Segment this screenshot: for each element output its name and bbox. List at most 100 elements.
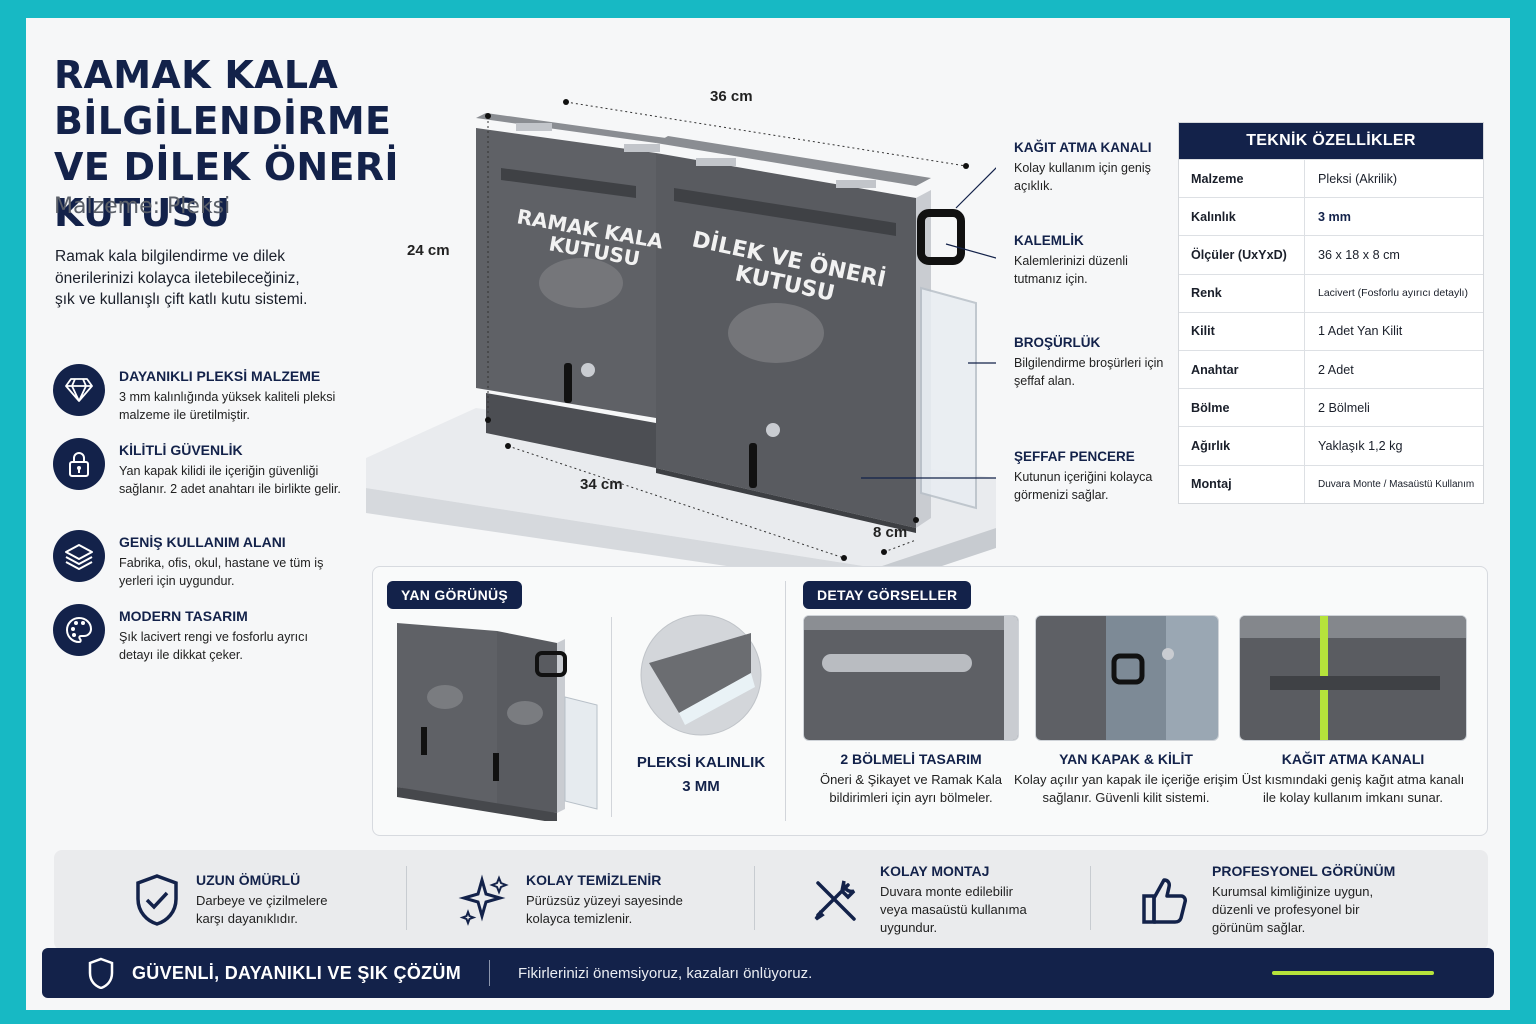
spec-row: Ağırlık Yaklaşık 1,2 kg [1179, 426, 1483, 465]
spec-key: Renk [1179, 274, 1305, 312]
layers-icon [53, 530, 105, 582]
left-lock [581, 363, 595, 377]
benefit-divider [406, 866, 407, 930]
product-illustration: RAMAK KALA KUTUSU DİLEK VE ÖNERİ KUTUSU [366, 99, 996, 578]
spec-value: Pleksi (Akrilik) [1318, 171, 1398, 186]
detail-text: Üst kısmındaki geniş kağıt atma kanalı i… [1241, 772, 1465, 805]
brochure-holder [920, 286, 977, 510]
right-lock [766, 423, 780, 437]
benefit-text: Kurumsal kimliğinize uygun, düzenli ve p… [1212, 884, 1374, 935]
benefit-title: KOLAY MONTAJ [880, 863, 990, 879]
detail-caption: YAN KAPAK & KİLİT Kolay açılır yan kapak… [1011, 751, 1241, 807]
feature-text: Şık lacivert rengi ve fosforlu ayrıcı de… [119, 630, 308, 662]
spec-key: Kalınlık [1179, 198, 1305, 236]
feature-title: MODERN TASARIM [119, 608, 248, 624]
marble-base [366, 408, 996, 568]
benefit-item: UZUN ÖMÜRLÜ Darbeye ve çizilmelere karşı… [134, 850, 414, 950]
callout-window: ŞEFFAF PENCERE Kutunun içeriğini kolayca… [1014, 449, 1174, 504]
spec-value: 1 Adet Yan Kilit [1318, 324, 1403, 339]
accent-line [1272, 971, 1434, 975]
details-pill: DETAY GÖRSELLER [803, 581, 972, 609]
thickness-label-line1: PLEKSİ KALINLIK [636, 754, 766, 771]
thickness-label: PLEKSİ KALINLIK 3 MM [621, 751, 781, 799]
thickness-image [640, 614, 762, 736]
marble-base-edge [366, 488, 876, 578]
spec-value: Lacivert (Fosforlu ayırıcı detaylı) [1318, 287, 1468, 300]
side-view-image [397, 623, 598, 821]
diamond-icon [53, 364, 105, 416]
detail-text: Kolay açılır yan kapak ile içeriğe erişi… [1014, 772, 1238, 805]
callout-text: Kalemlerinizi düzenli tutmanız için. [1014, 254, 1128, 286]
callout-brochure: BROŞÜRLÜK Bilgilendirme broşürleri için … [1014, 335, 1174, 390]
benefit-item: KOLAY TEMİZLENİR Pürüzsüz yüzeyi sayesin… [458, 850, 748, 950]
spec-value: 2 Adet [1318, 362, 1354, 377]
benefit-divider [1090, 866, 1091, 930]
spec-key: Ağırlık [1179, 427, 1305, 465]
spec-key: Anahtar [1179, 350, 1305, 389]
benefit-item: PROFESYONEL GÖRÜNÜM Kurumsal kimliğinize… [1140, 850, 1440, 950]
benefit-title: UZUN ÖMÜRLÜ [196, 872, 301, 888]
footer-divider [489, 960, 491, 986]
detail-image-compartments [803, 615, 1019, 741]
spec-row: Kalınlık 3 mm [1179, 197, 1483, 236]
spec-header: TEKNİK ÖZELLİKLER [1179, 123, 1483, 159]
dimension-width: 36 cm [710, 88, 753, 105]
callout-title: BROŞÜRLÜK [1014, 335, 1101, 350]
infographic-sheet: RAMAK KALA BİLGİLENDİRME VE DİLEK ÖNERİ … [26, 18, 1510, 1010]
feature-item: MODERN TASARIM Şık lacivert rengi ve fosf… [53, 604, 343, 664]
spec-value: Duvara Monte / Masaüstü Kullanım [1318, 478, 1475, 490]
spec-value: 2 Bölmeli [1318, 400, 1370, 415]
detail-image-paper-slot [1239, 615, 1467, 741]
callout-title: KAĞIT ATMA KANALI [1014, 140, 1152, 155]
spec-key: Montaj [1179, 465, 1305, 503]
footer-title: GÜVENLİ, DAYANIKLI VE ŞIK ÇÖZÜM [132, 962, 462, 983]
pen-holder [917, 209, 965, 265]
detail-title: YAN KAPAK & KİLİT [1059, 751, 1193, 767]
callout-text: Bilgilendirme broşürleri için şeffaf ala… [1014, 356, 1164, 388]
thickness-label-line2: 3 MM [682, 778, 720, 795]
callout-title: ŞEFFAF PENCERE [1014, 449, 1135, 464]
spec-row: Anahtar 2 Adet [1179, 349, 1483, 389]
tools-icon [814, 880, 856, 921]
feature-text: Fabrika, ofis, okul, hastane ve tüm iş y… [119, 556, 324, 588]
feature-text: 3 mm kalınlığında yüksek kaliteli pleksi… [119, 390, 336, 422]
spec-key: Ölçüler (UxYxD) [1179, 236, 1305, 274]
section-divider [611, 617, 612, 817]
spec-row: Renk Lacivert (Fosforlu ayırıcı detaylı) [1179, 273, 1483, 312]
sparkle-icon [458, 874, 509, 926]
spec-value: 36 x 18 x 8 cm [1318, 247, 1400, 262]
detail-text: Öneri & Şikayet ve Ramak Kala bildirimle… [819, 772, 1003, 805]
lock-icon [53, 438, 105, 490]
side-view-pill: YAN GÖRÜNÜŞ [387, 581, 523, 609]
dimension-depth: 8 cm [873, 524, 908, 541]
feature-title: DAYANIKLI PLEKSİ MALZEME [119, 368, 321, 384]
detail-title: KAĞIT ATMA KANALI [1281, 751, 1425, 767]
spec-value: Yaklaşık 1,2 kg [1318, 438, 1403, 453]
feature-item: GENİŞ KULLANIM ALANI Fabrika, ofis, okul,… [53, 530, 343, 590]
dimension-height: 24 cm [407, 242, 450, 259]
spec-row: Kilit 1 Adet Yan Kilit [1179, 311, 1483, 350]
views-panel: YAN GÖRÜNÜŞ DETAY GÖRSELLER PLEKSİ KALIN… [372, 566, 1488, 836]
section-divider [785, 581, 786, 821]
dimension-base: 34 cm [580, 476, 623, 493]
callout-pen-holder: KALEMLİK Kalemlerinizi düzenli tutmanız … [1014, 233, 1174, 288]
detail-title: 2 BÖLMELİ TASARIM [840, 751, 982, 767]
benefits-strip: UZUN ÖMÜRLÜ Darbeye ve çizilmelere karşı… [54, 850, 1488, 950]
detail-image-side-lock [1035, 615, 1219, 741]
benefit-title: KOLAY TEMİZLENİR [526, 872, 662, 888]
footer-banner: GÜVENLİ, DAYANIKLI VE ŞIK ÇÖZÜM Fikirler… [42, 948, 1494, 998]
detail-caption: KAĞIT ATMA KANALI Üst kısmındaki geniş k… [1238, 751, 1468, 807]
palette-icon [53, 604, 105, 656]
benefit-text: Duvara monte edilebilir veya masaüstü ku… [880, 884, 1027, 935]
feature-title: GENİŞ KULLANIM ALANI [119, 534, 286, 550]
callout-text: Kutunun içeriğini kolayca görmenizi sağl… [1014, 470, 1153, 502]
spec-value: 3 mm [1318, 209, 1351, 224]
spec-key: Kilit [1179, 312, 1305, 350]
detail-caption: 2 BÖLMELİ TASARIM Öneri & Şikayet ve Ram… [796, 751, 1026, 807]
shield-check-icon [136, 874, 178, 926]
footer-slogan: Fikirlerinizi önemsiyoruz, kazaları önlü… [518, 964, 813, 982]
